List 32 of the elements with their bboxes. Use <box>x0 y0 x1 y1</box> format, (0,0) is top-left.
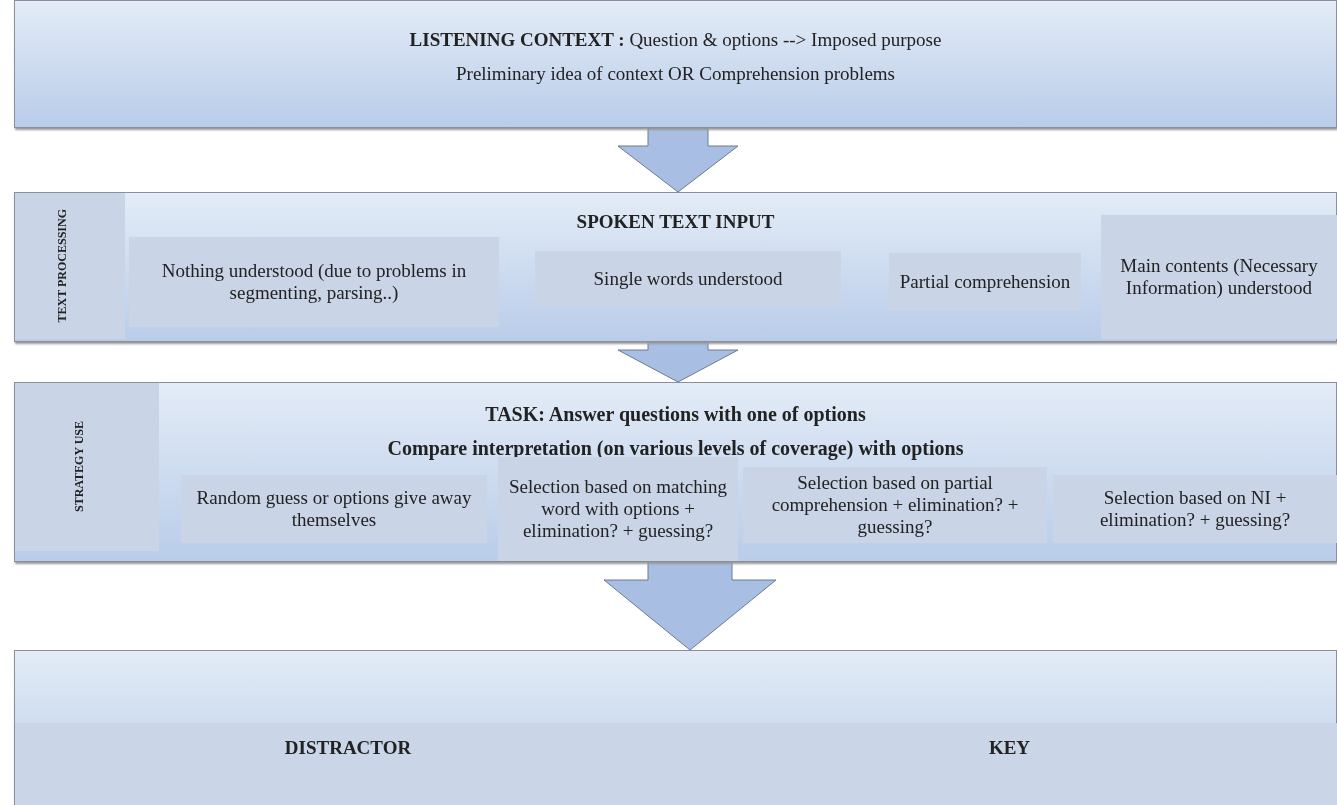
box-text: Selection based on matching word with options + elimination? + guessing? <box>508 476 728 542</box>
stage-band <box>14 192 1337 342</box>
side-tab <box>15 193 125 339</box>
tab-label: STRATEGY USE <box>72 421 87 513</box>
stage-band <box>14 0 1337 128</box>
outcome-box <box>681 723 1337 805</box>
box-text: KEY <box>988 737 1031 759</box>
box-text: Single words understood <box>593 268 783 290</box>
heading-text: LISTENING CONTEXT : Question & options --> Imposed purpose <box>409 29 942 51</box>
block-arrow <box>603 561 777 651</box>
box-text: Main contents (Necessary Information) understood <box>1119 255 1319 299</box>
block-arrow <box>617 127 739 193</box>
heading-text: Preliminary idea of context OR Comprehension problems <box>456 63 895 85</box>
box-text: Selection based on partial comprehension + elimination? + guessing? <box>770 472 1020 538</box>
heading-text: Compare interpretation (on various levels of coverage) with options <box>387 437 964 460</box>
outcome-box <box>129 237 499 327</box>
outcome-box <box>498 457 738 561</box>
box-text: Partial comprehension <box>899 271 1071 293</box>
side-tab <box>15 383 159 551</box>
outcome-box <box>1053 475 1337 543</box>
box-text: Selection based on NI + elimination? + guessing? <box>1098 487 1292 531</box>
heading-text: TASK: Answer questions with one of options <box>485 403 866 426</box>
stage-band <box>14 650 1337 805</box>
outcome-box <box>1101 215 1337 339</box>
outcome-box <box>15 723 681 805</box>
heading-text: SPOKEN TEXT INPUT <box>576 211 775 233</box>
box-text: Nothing understood (due to problems in segmenting, parsing..) <box>160 260 468 304</box>
box-text: DISTRACTOR <box>284 737 412 759</box>
stage-band <box>14 382 1337 562</box>
tab-label: TEXT PROCESSING <box>55 209 70 323</box>
box-text: Random guess or options give away themselves <box>195 487 473 531</box>
block-arrow <box>617 341 739 383</box>
